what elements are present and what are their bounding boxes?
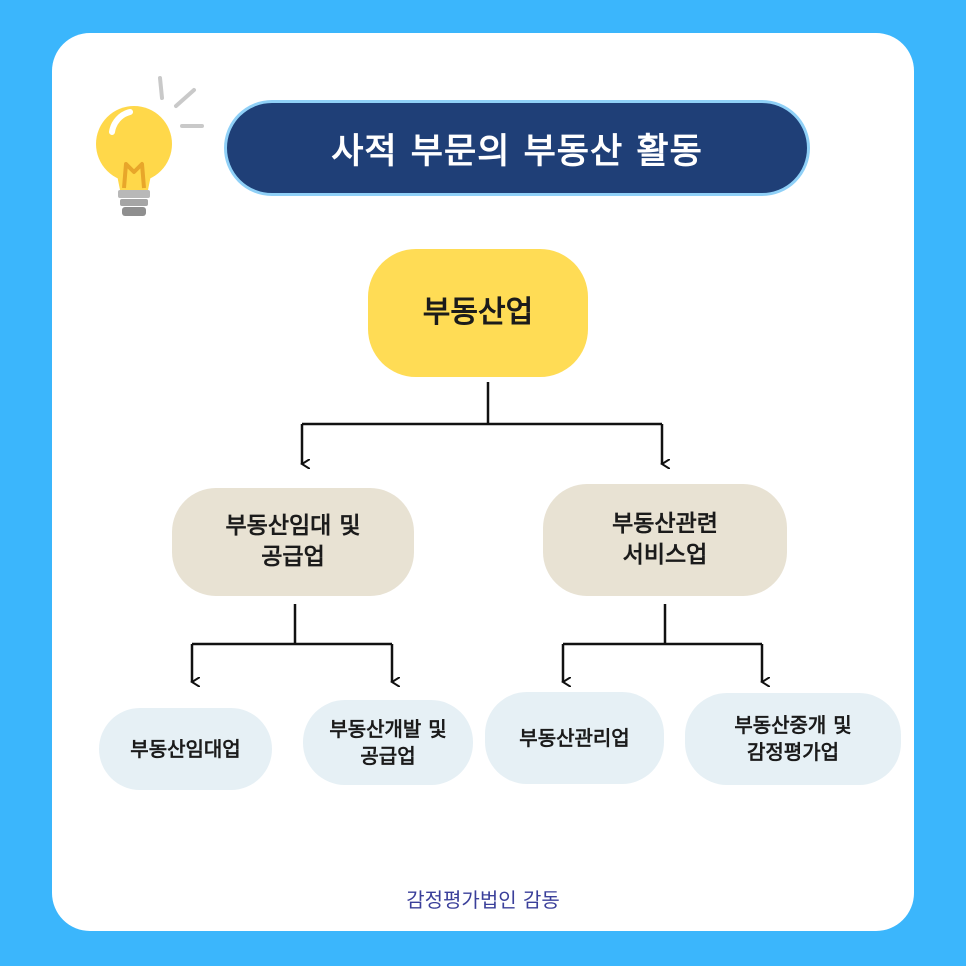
footer-credit: 감정평가법인 감동 — [406, 888, 560, 912]
leaf-node-brokerage: 부동산중개 및 감정평가업 — [685, 693, 901, 785]
page-title: 사적 부문의 부동산 활동 — [224, 100, 810, 196]
leaf-node-management: 부동산관리업 — [485, 692, 664, 784]
lightbulb-icon — [96, 76, 204, 216]
leaf-node-development: 부동산개발 및 공급업 — [303, 700, 473, 785]
root-node: 부동산업 — [368, 249, 588, 377]
branch-node-services: 부동산관련 서비스업 — [543, 484, 787, 596]
branch-node-rental: 부동산임대 및 공급업 — [172, 488, 414, 596]
leaf-node-rental: 부동산임대업 — [99, 708, 272, 790]
